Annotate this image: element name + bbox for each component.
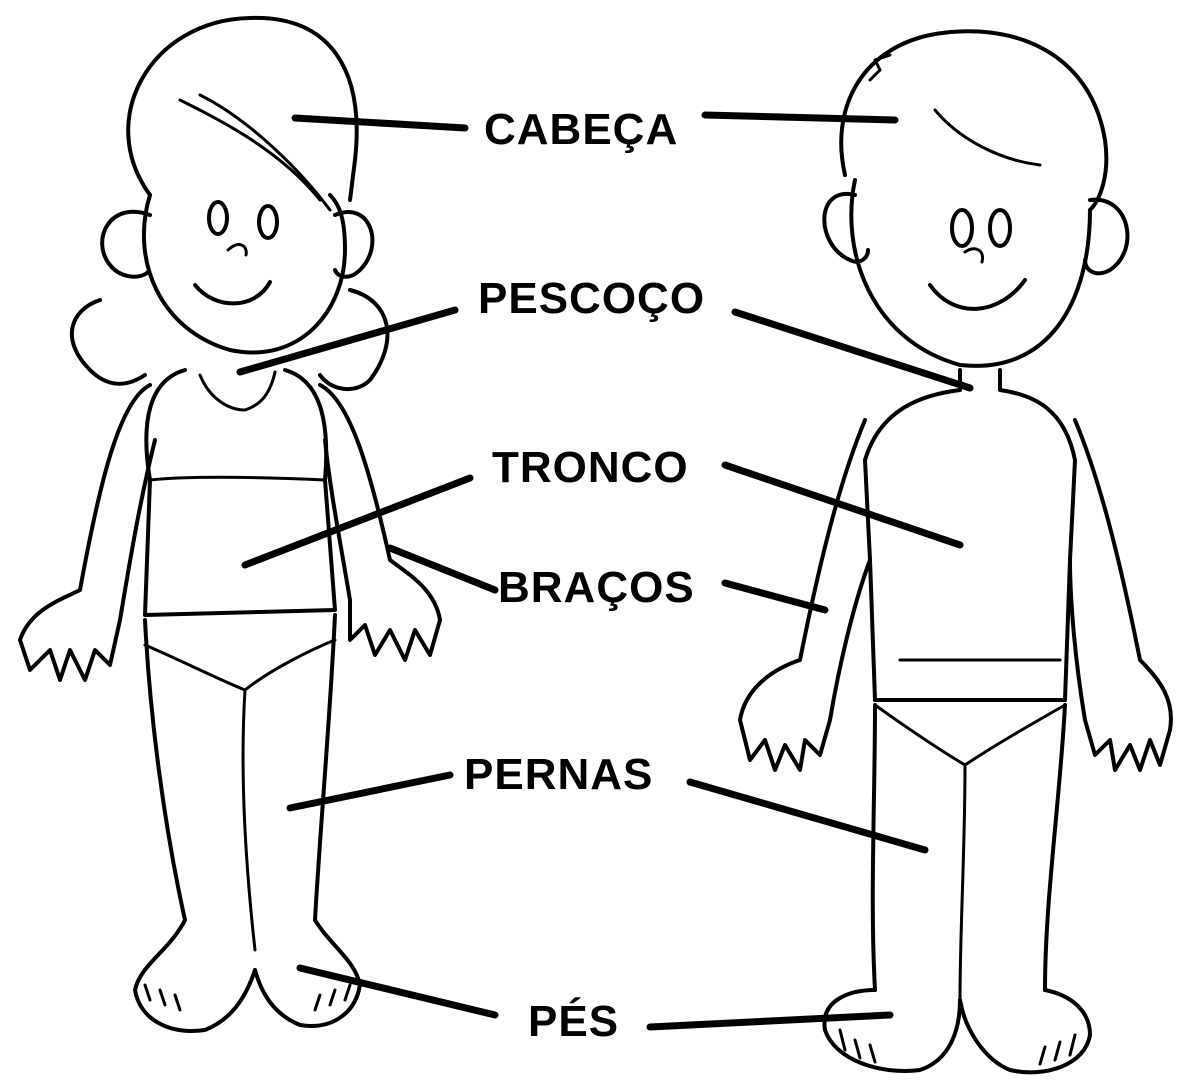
boy-nose (965, 249, 983, 262)
boy-right-eye (990, 210, 1010, 246)
label-neck: PESCOÇO (478, 277, 705, 321)
boy-left-eye (952, 210, 972, 246)
girl-left-foot (135, 920, 255, 1031)
girl-right-leg (315, 615, 335, 920)
leader-arms-girl (390, 548, 495, 590)
girl-torso (145, 370, 335, 615)
label-head: CABEÇA (484, 108, 678, 152)
leader-legs-girl (290, 775, 450, 808)
girl-left-arm (20, 385, 155, 680)
boy-torso (865, 370, 1075, 700)
label-feet: PÉS (528, 1000, 619, 1044)
girl-right-eye (259, 206, 277, 238)
girl-left-leg (145, 620, 185, 920)
leader-trunk-boy (725, 465, 960, 545)
leader-arms-boy (725, 583, 825, 610)
girl-right-ear (335, 212, 372, 277)
girl-hair (128, 18, 356, 200)
girl-nose (228, 245, 246, 255)
girl-head (144, 195, 345, 352)
leader-head-boy (705, 115, 895, 120)
boy-right-leg (1045, 705, 1065, 990)
boy-mouth (930, 280, 1025, 309)
boy-right-foot (960, 990, 1090, 1072)
boy-left-leg (873, 705, 875, 990)
girl-mouth (195, 282, 270, 303)
boy-head (851, 180, 1090, 366)
leader-head-girl (295, 118, 465, 128)
label-legs: PERNAS (464, 753, 653, 797)
label-arms: BRAÇOS (498, 566, 695, 610)
leader-neck-boy (735, 312, 970, 388)
leader-legs-boy (690, 782, 925, 850)
leader-trunk-girl (245, 478, 470, 565)
boy-right-arm (1070, 420, 1171, 770)
boy-left-foot (824, 990, 960, 1071)
girl-right-arm (320, 385, 440, 660)
leader-neck-girl (240, 310, 455, 372)
boy-figure (740, 31, 1171, 1072)
leader-feet-boy (650, 1015, 890, 1027)
girl-figure (20, 18, 440, 1031)
girl-left-eye (209, 202, 227, 234)
boy-left-ear (824, 194, 868, 262)
label-trunk: TRONCO (492, 446, 689, 490)
leader-feet-girl (300, 968, 495, 1015)
